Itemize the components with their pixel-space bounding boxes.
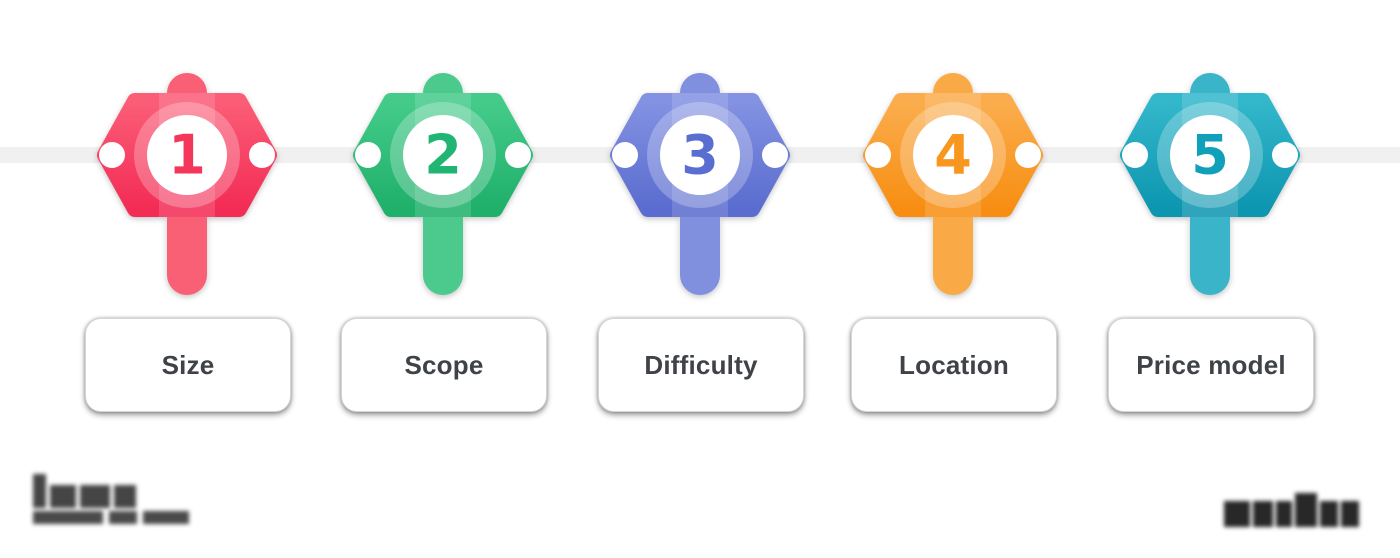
marker-number-circle (660, 115, 740, 195)
marker-number-circle (147, 115, 227, 195)
logo-glyph (33, 474, 46, 508)
right-logo-watermark (1224, 493, 1362, 527)
marker-number-circle (1170, 115, 1250, 195)
left-connector-dot (612, 142, 638, 168)
marker-number-circle (403, 115, 483, 195)
left-logo-wordmark (33, 474, 195, 508)
marker-number-circle (913, 115, 993, 195)
logo-glyph (33, 511, 103, 524)
label-box-size: Size (85, 318, 291, 412)
logo-glyph (1224, 501, 1250, 527)
step-marker-5: 5 (1120, 73, 1300, 295)
step-number: 5 (1191, 124, 1229, 187)
logo-glyph (1276, 501, 1292, 527)
logo-glyph (1253, 501, 1273, 527)
step-number: 2 (424, 124, 462, 187)
logo-glyph (1341, 501, 1359, 527)
right-connector-dot (1272, 142, 1298, 168)
label-text: Size (161, 349, 215, 380)
label-box-difficulty: Difficulty (598, 318, 804, 412)
logo-glyph (114, 485, 136, 508)
left-connector-dot (865, 142, 891, 168)
right-connector-dot (1015, 142, 1041, 168)
right-logo-wordmark (1224, 493, 1362, 527)
label-text: Difficulty (644, 349, 758, 380)
step-marker-3: 3 (610, 73, 790, 295)
left-logo-tagline (33, 511, 195, 524)
left-connector-dot (355, 142, 381, 168)
logo-glyph (80, 485, 110, 508)
label-text: Price model (1136, 349, 1286, 380)
left-logo-watermark (33, 474, 195, 524)
label-box-location: Location (851, 318, 1057, 412)
step-number: 3 (681, 124, 719, 187)
step-number: 1 (168, 124, 206, 187)
right-connector-dot (249, 142, 275, 168)
left-connector-dot (1122, 142, 1148, 168)
label-box-price-model: Price model (1108, 318, 1314, 412)
logo-glyph (109, 511, 137, 524)
step-marker-1: 1 (97, 73, 277, 295)
label-text: Scope (404, 349, 484, 380)
logo-glyph (143, 511, 189, 524)
label-text: Location (899, 349, 1009, 380)
logo-glyph (1295, 493, 1317, 527)
logo-glyph (1320, 501, 1338, 527)
step-marker-4: 4 (863, 73, 1043, 295)
right-connector-dot (505, 142, 531, 168)
label-box-scope: Scope (341, 318, 547, 412)
logo-glyph (50, 485, 76, 508)
step-marker-2: 2 (353, 73, 533, 295)
left-connector-dot (99, 142, 125, 168)
step-number: 4 (934, 124, 972, 187)
right-connector-dot (762, 142, 788, 168)
